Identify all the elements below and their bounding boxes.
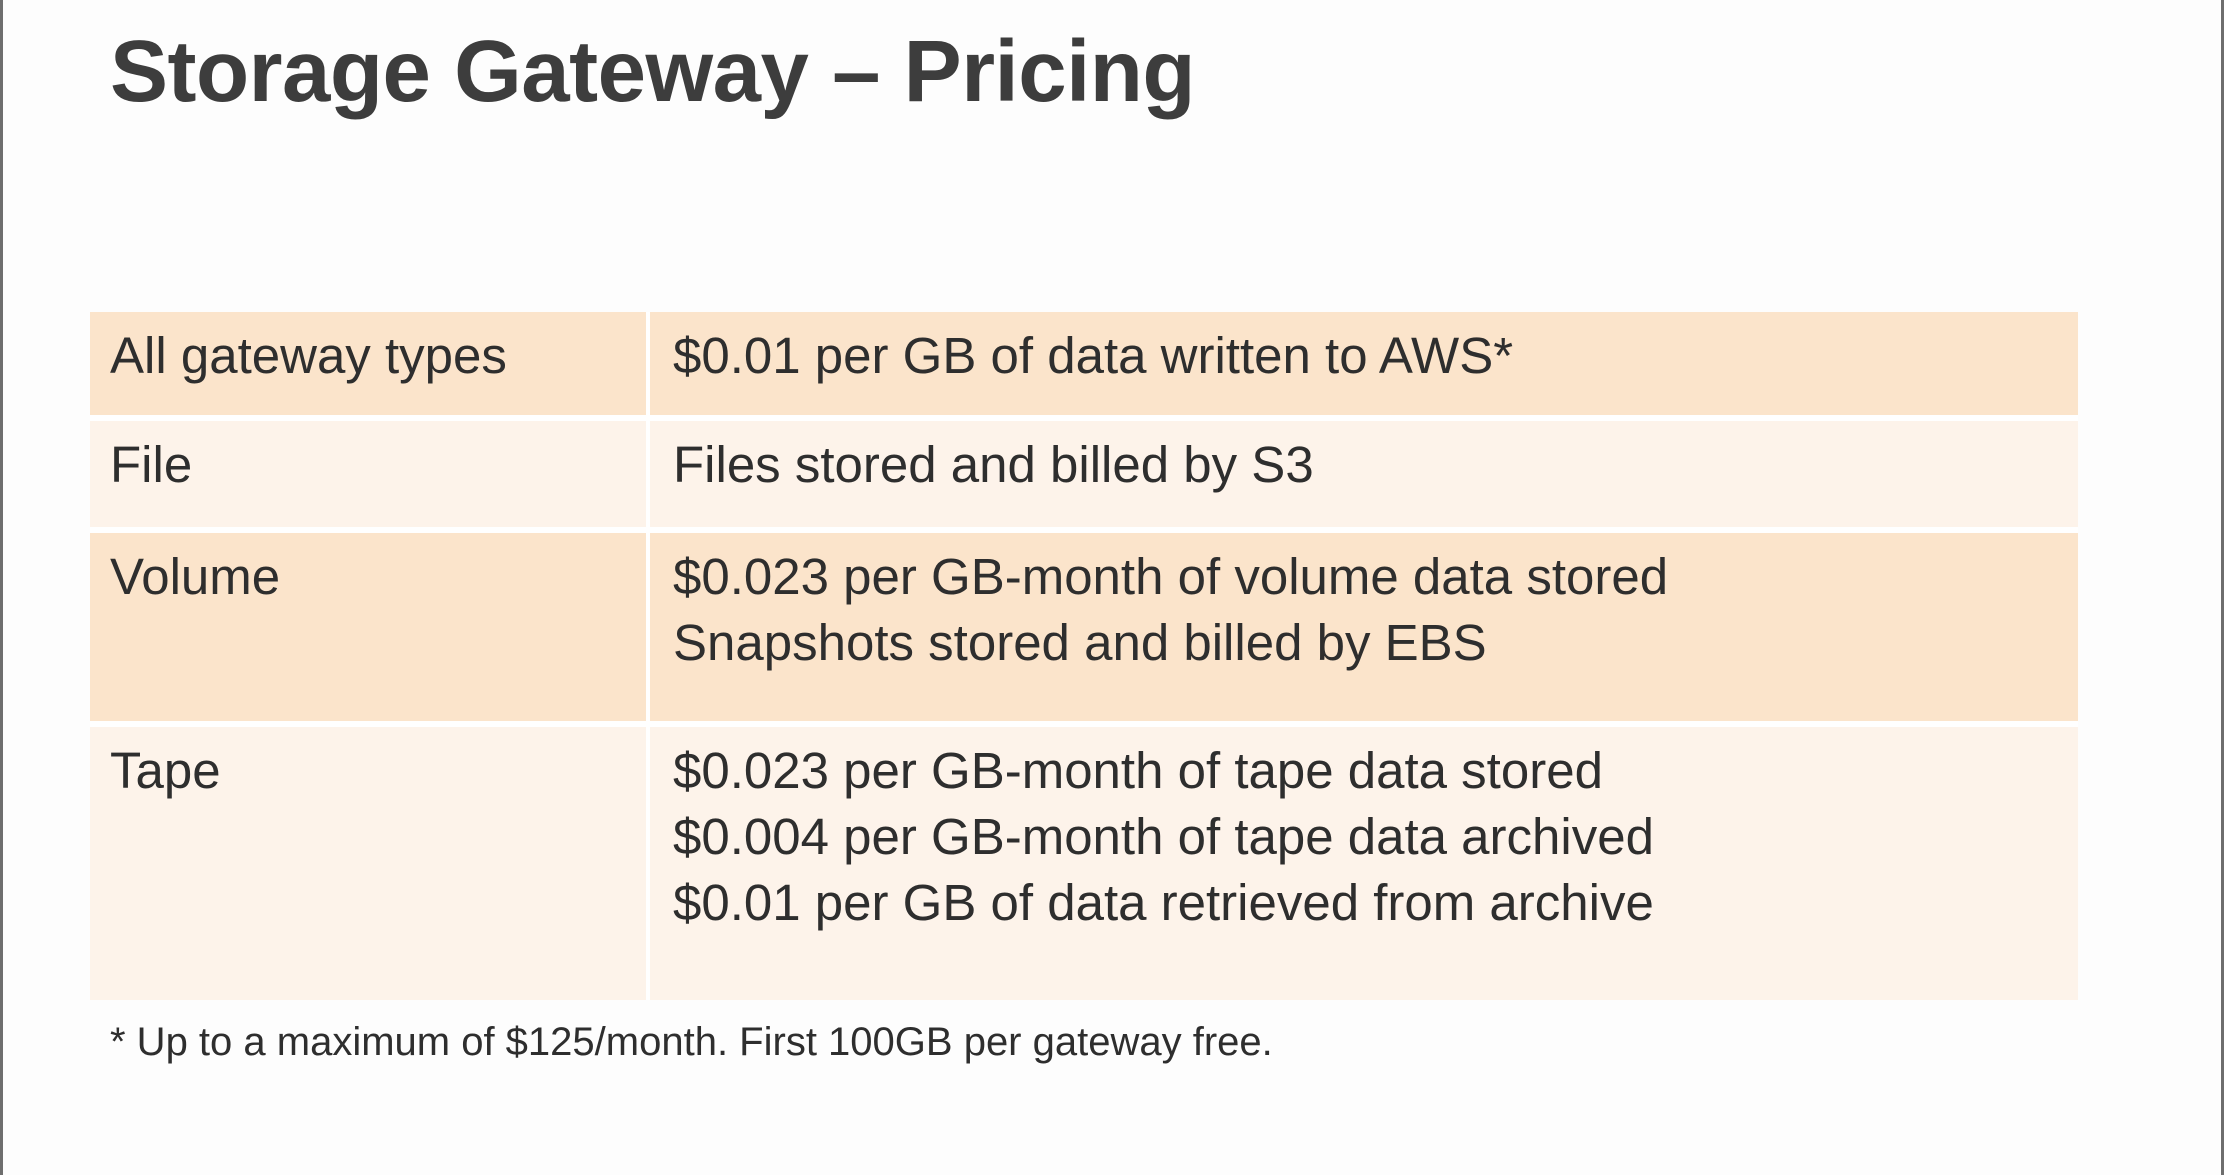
gateway-type-cell: Volume — [90, 527, 650, 724]
pricing-description-cell: $0.01 per GB of data written to AWS* — [648, 312, 2078, 418]
pricing-line: $0.01 per GB of data written to AWS* — [673, 327, 1514, 384]
slide-title: Storage Gateway – Pricing — [110, 23, 1196, 120]
table-row-volume: Volume $0.023 per GB-month of volume dat… — [90, 527, 2078, 724]
pricing-line: $0.004 per GB-month of tape data archive… — [673, 808, 1654, 865]
footnote: * Up to a maximum of $125/month. First 1… — [110, 1020, 1273, 1064]
pricing-line: Snapshots stored and billed by EBS — [673, 614, 1487, 671]
gateway-type-cell: Tape — [90, 721, 650, 1000]
pricing-description-cell: $0.023 per GB-month of volume data store… — [648, 527, 2078, 724]
gateway-type-cell: All gateway types — [90, 312, 650, 418]
table-row-all-gateway-types: All gateway types $0.01 per GB of data w… — [90, 312, 2078, 418]
pricing-description-cell: Files stored and billed by S3 — [648, 415, 2078, 530]
pricing-line: $0.01 per GB of data retrieved from arch… — [673, 874, 1654, 931]
pricing-line: Files stored and billed by S3 — [673, 436, 1314, 493]
gateway-type-cell: File — [90, 415, 650, 530]
pricing-line: $0.023 per GB-month of tape data stored — [673, 742, 1603, 799]
table-row-tape: Tape $0.023 per GB-month of tape data st… — [90, 721, 2078, 1000]
table-row-file: File Files stored and billed by S3 — [90, 415, 2078, 530]
pricing-table: All gateway types $0.01 per GB of data w… — [90, 312, 2078, 1000]
pricing-line: $0.023 per GB-month of volume data store… — [673, 548, 1669, 605]
pricing-description-cell: $0.023 per GB-month of tape data stored … — [648, 721, 2078, 1000]
